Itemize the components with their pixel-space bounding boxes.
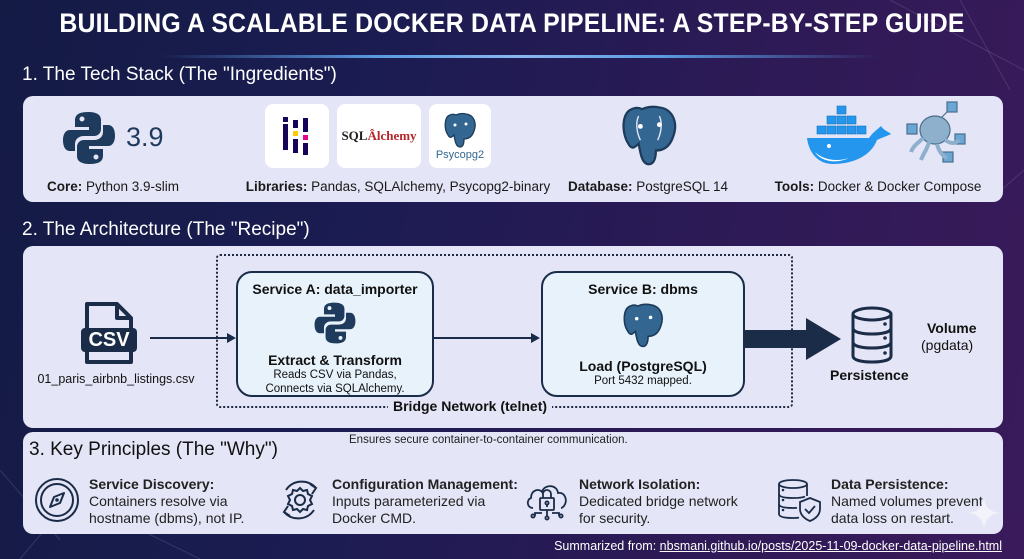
source-attribution: Summarized from: nbsmani.github.io/posts… [554,539,1002,553]
source-file-name: 01_paris_airbnb_listings.csv [37,372,195,386]
source-link[interactable]: nbsmani.github.io/posts/2025-11-09-docke… [659,539,1002,553]
stack-value: Pandas, SQLAlchemy, Psycopg2-binary [307,179,551,194]
principle-line: for security. [579,510,651,526]
service-a-desc-2: Connects via SQLAlchemy. [265,383,405,395]
page-title: BUILDING A SCALABLE DOCKER DATA PIPELINE… [59,8,965,38]
service-b-box[interactable]: Service B: dbms Load (PostgreSQL) Port 5… [541,271,745,397]
principle-service-discovery: Service Discovery:Containers resolve via… [33,476,244,527]
stack-value: Python 3.9-slim [82,179,180,194]
stack-item-tools: Tools: Docker & Docker Compose [763,96,993,202]
service-a-box[interactable]: Service A: data_importer Extract & Trans… [236,271,434,397]
stack-item-core: 3.9 Core: Python 3.9-slim [23,96,203,202]
stack-caption-tools: Tools: Docker & Docker Compose [763,179,993,194]
stack-caption-database: Database: PostgreSQL 14 [563,179,733,194]
arrow-head [227,333,236,343]
database-shield-icon [778,479,821,522]
principle-line: Dedicated bridge network [579,493,738,509]
principle-title: Service Discovery: [89,476,215,492]
principle-line: hostname (dbms), not IP. [89,510,245,526]
service-a-subtitle: Extract & Transform [268,352,402,368]
bridge-network-label: Bridge Network (telnet) [388,398,553,414]
service-b-desc: Port 5432 mapped. [594,375,692,387]
stack-label: Core: [46,179,83,194]
stack-label: Libraries: [245,179,308,194]
tech-stack-panel: 3.9 Core: Python 3.9-slim SQLÂlchemy [23,96,1003,202]
stack-caption-libraries: Libraries: Pandas, SQLAlchemy, Psycopg2-… [243,179,553,194]
principle-title: Network Isolation: [579,476,701,492]
stack-label: Database: [567,179,633,194]
python-logo-icon [63,112,115,164]
principle-line: Inputs parameterized via [332,493,486,509]
principle-network-isolation: Network Isolation:Dedicated bridge netwo… [523,476,738,527]
csv-file-icon [81,302,137,364]
sqlalchemy-logo-icon: SQLÂlchemy [337,104,421,168]
section-heading-principles: 3. Key Principles (The "Why") [29,439,278,460]
principle-configuration-management: Configuration Management:Inputs paramete… [276,476,518,527]
service-b-subtitle: Load (PostgreSQL) [579,358,707,374]
volume-title: Volume [927,320,977,336]
section-heading-tech-stack: 1. The Tech Stack (The "Ingredients") [22,64,337,85]
principle-title: Configuration Management: [332,476,518,492]
stack-value: Docker & Docker Compose [814,179,982,194]
psycopg2-logo-icon: Psycopg2 [429,104,491,168]
principle-line: Docker CMD. [332,510,417,526]
footer-prefix: Summarized from: [554,539,660,553]
postgresql-elephant-icon [622,105,677,166]
principles-panel: 3. Key Principles (The "Why") Ensures se… [23,432,1003,534]
principle-title: Data Persistence: [831,476,949,492]
gear-cycle-icon [282,480,318,520]
principle-line: Named volumes prevent [831,493,983,509]
principle-line: Containers resolve via [89,493,228,509]
python-version-badge: 3.9 [126,122,164,152]
principle-line: data loss on restart. [831,510,954,526]
postgresql-elephant-icon [623,303,663,348]
service-a-desc-1: Reads CSV via Pandas, [273,369,397,381]
compass-icon [35,478,79,522]
arrow-head [531,333,540,343]
stack-value: PostgreSQL 14 [632,179,729,194]
csv-badge-label: CSV [88,329,130,351]
pandas-logo-icon [265,104,329,168]
database-volume-icon [851,306,893,364]
stack-item-database: Database: PostgreSQL 14 [563,96,733,202]
network-note: Ensures secure container-to-container co… [349,434,628,446]
stack-item-libraries: SQLÂlchemy Psycopg2 Libraries: Pandas, S… [243,96,553,202]
service-a-title: Service A: data_importer [252,281,418,297]
section-heading-architecture: 2. The Architecture (The "Recipe") [22,219,310,240]
stack-caption-core: Core: Python 3.9-slim [23,179,203,194]
volume-subtitle: (pgdata) [921,337,974,353]
stack-label: Tools: [774,179,815,194]
arrow-service-b-to-volume-head [806,318,841,360]
persistence-label: Persistence [830,367,909,383]
psycopg2-logo-text: Psycopg2 [435,149,485,161]
service-b-title: Service B: dbms [588,281,698,297]
docker-compose-octopus-icon [906,101,966,163]
cloud-lock-icon [526,485,567,521]
sparkle-icon [968,497,1000,529]
docker-whale-icon [807,105,891,164]
python-logo-icon [314,302,356,344]
architecture-panel: CSV 01_paris_airbnb_listings.csv Bridge … [23,246,1003,428]
title-divider [160,55,880,58]
